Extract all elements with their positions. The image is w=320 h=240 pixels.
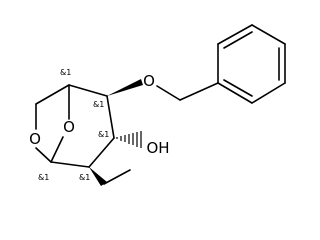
molecule-drawing: O O O OH &1 &1 &1 &1 &1 [29,24,286,186]
stereo-label-c5: &1 [60,68,71,77]
atom-o-ring: O [29,130,41,148]
atom-o-ether: O [143,72,155,90]
bond-c4-c3 [106,95,115,139]
structure-svg: O O O OH &1 &1 &1 &1 &1 [29,24,286,186]
hash-c3-oh [116,131,142,148]
bond-ch2-c5 [35,84,70,105]
atom-o-bridge: O [63,118,75,136]
wedge-c2-ethyl [89,167,107,186]
bond-obridge-c1 [50,136,64,163]
atom-hydroxyl: OH [146,139,169,157]
bond-oring-c1 [35,147,52,163]
bond-c2-c1 [50,161,90,168]
bond-ch2-phenyl [179,82,219,101]
bond-ethyl-ch3 [103,169,131,185]
stereo-label-c1: &1 [38,173,49,182]
bond-o-ch2 [156,85,181,101]
bond-c3-c2 [88,137,115,168]
stereo-label-c3: &1 [98,130,109,139]
bond-c5-c4 [68,84,108,97]
stereo-label-c2: &1 [79,173,90,182]
wedge-c4-obenzyl [107,79,143,96]
phenyl-ring [217,24,286,104]
stereo-label-c4: &1 [93,100,104,109]
